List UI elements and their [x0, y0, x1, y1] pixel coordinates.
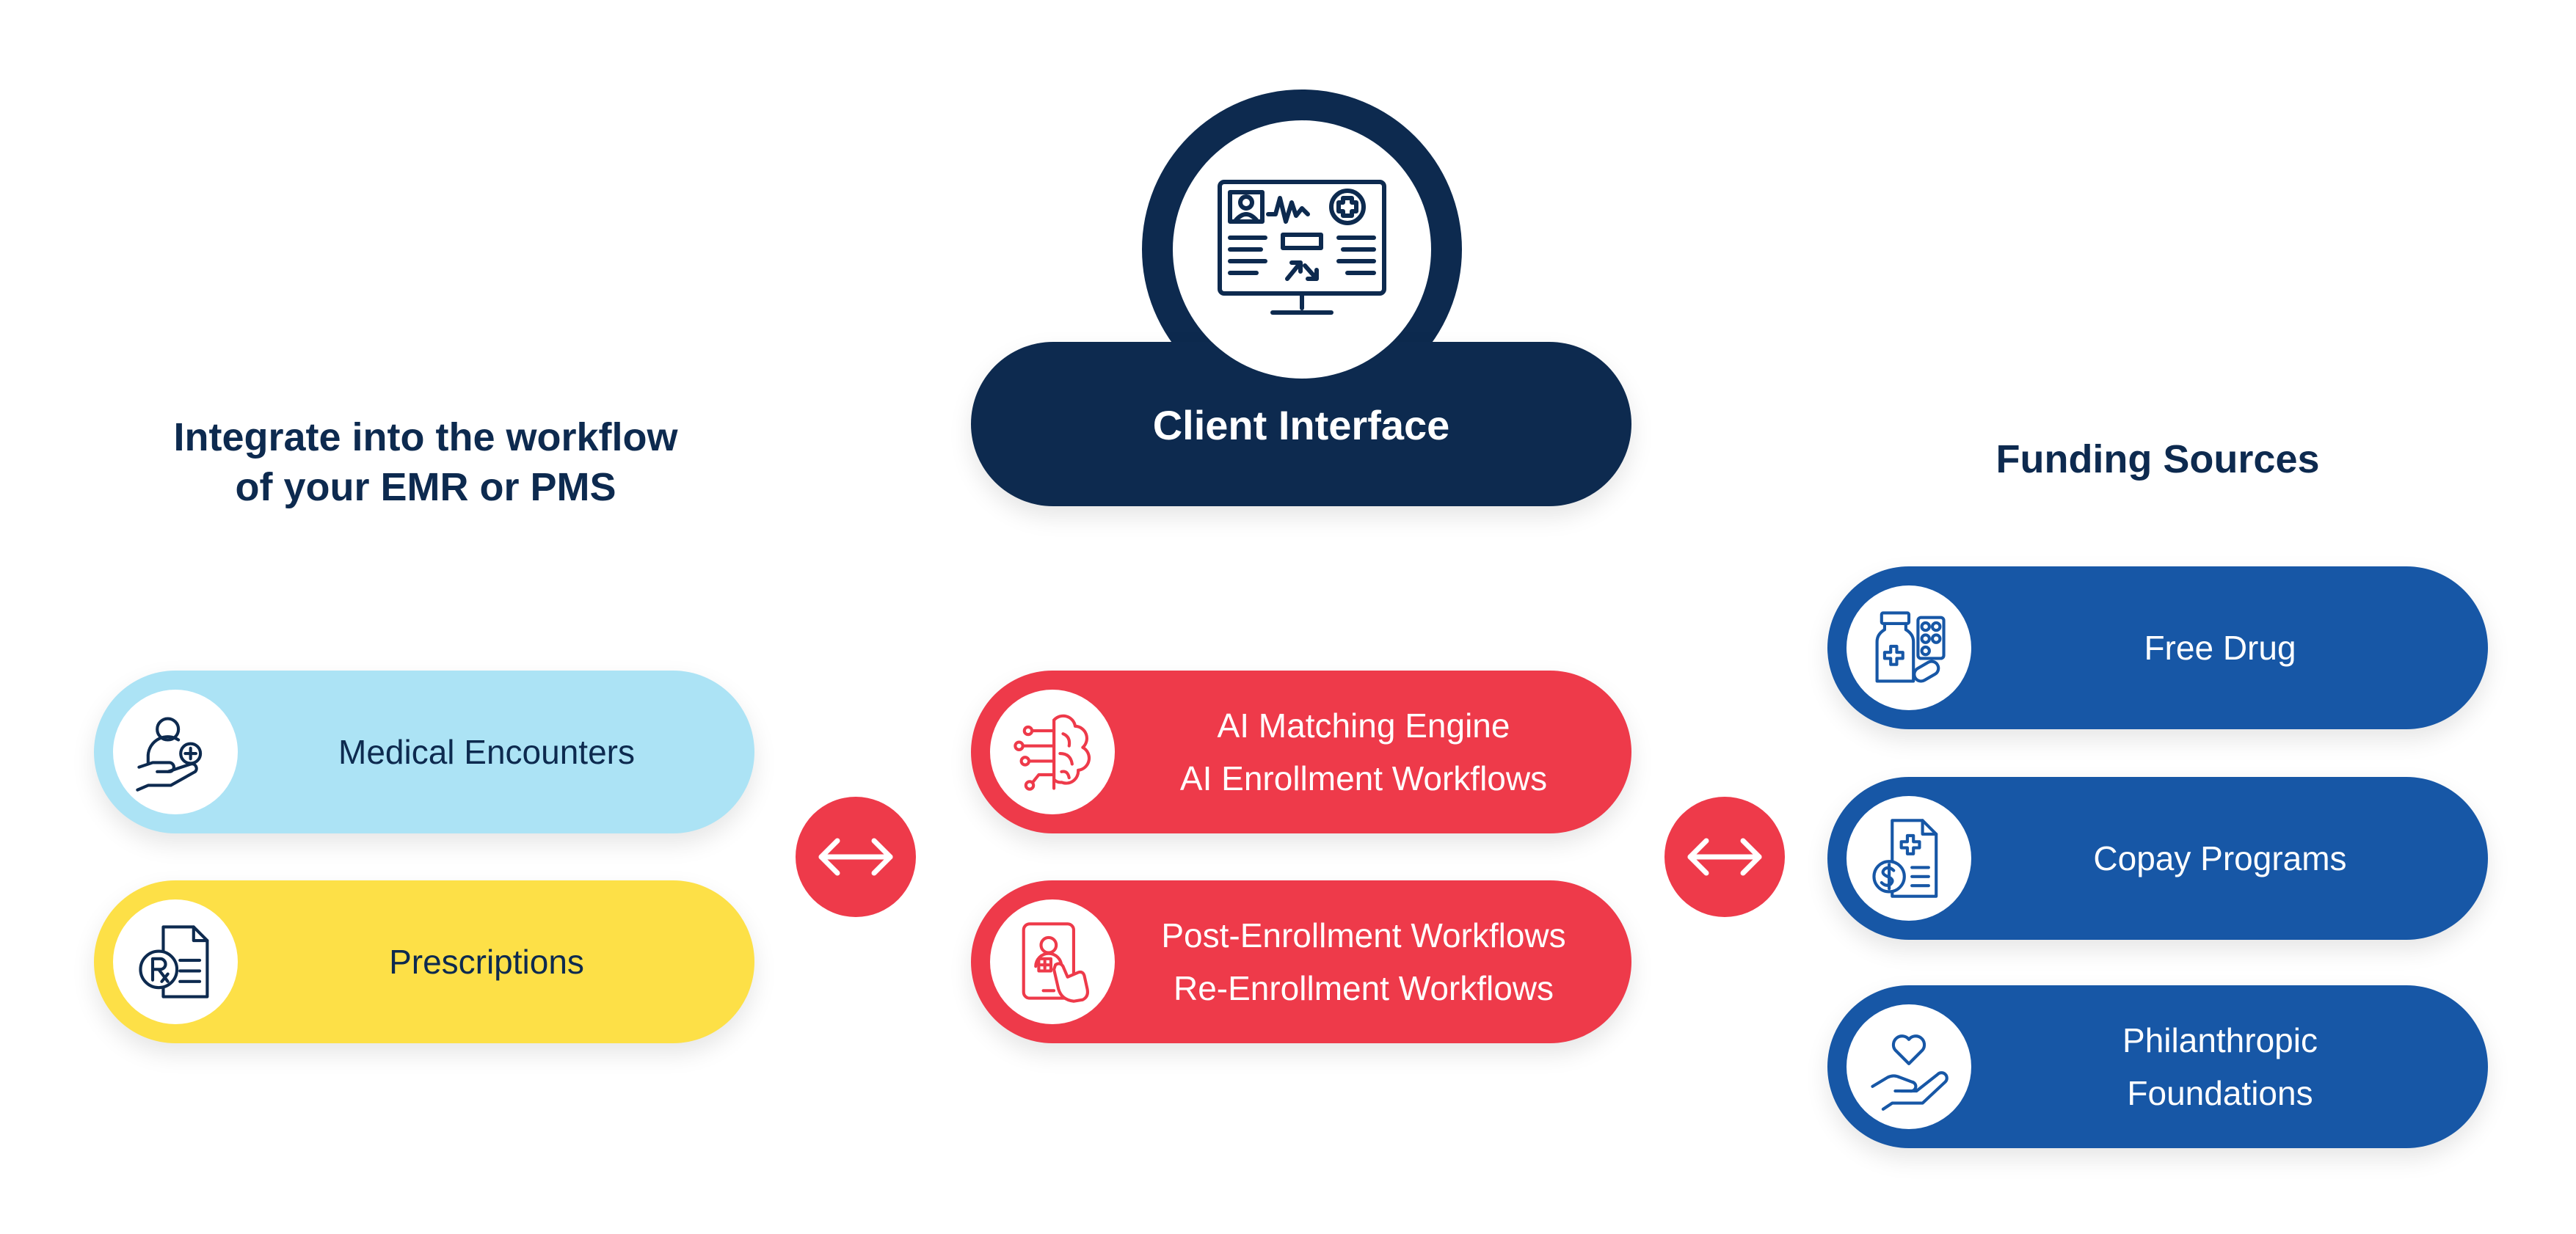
tablet-touch-icon: [1022, 922, 1089, 1003]
prescriptions-label: Prescriptions: [248, 880, 725, 1043]
left-heading-line2: of your EMR or PMS: [235, 465, 616, 509]
pill-text-line1: Post-Enrollment Workflows: [1161, 916, 1566, 954]
philanthropic-foundations-pill: Philanthropic Foundations: [1827, 985, 2488, 1148]
copay-programs-pill: Copay Programs: [1827, 777, 2488, 940]
post-enrollment-pill: Post-Enrollment Workflows Re-Enrollment …: [971, 880, 1631, 1043]
bidirectional-arrow-icon: [1687, 838, 1762, 876]
ai-engine-label: AI Matching Engine AI Enrollment Workflo…: [1125, 671, 1602, 833]
icon-disc: [113, 899, 238, 1024]
icon-disc: [1847, 585, 1971, 710]
medical-bill-dollar-icon: [1872, 819, 1938, 898]
icon-disc: [990, 899, 1115, 1024]
ai-engine-pill: AI Matching Engine AI Enrollment Workflo…: [971, 671, 1631, 833]
patient-care-hand-icon: [136, 717, 203, 792]
heart-in-hand-icon: [1871, 1034, 1949, 1111]
icon-disc: [1847, 796, 1971, 921]
pill-text-line2: Foundations: [2127, 1074, 2313, 1112]
right-heading: Funding Sources: [1995, 437, 2320, 481]
right-connector: [1664, 797, 1785, 917]
client-interface-icon-disc: [1173, 120, 1431, 379]
free-drug-label: Free Drug: [1982, 566, 2459, 729]
pill-text: Prescriptions: [389, 943, 584, 981]
prescription-document-icon: [139, 925, 209, 998]
icon-disc: [113, 690, 238, 814]
free-drug-pill: Free Drug: [1827, 566, 2488, 729]
ai-brain-circuit-icon: [1014, 714, 1091, 791]
left-connector: [796, 797, 916, 917]
post-enrollment-label: Post-Enrollment Workflows Re-Enrollment …: [1125, 880, 1602, 1043]
medicine-bottle-pills-icon: [1875, 611, 1946, 683]
pill-text-line2: AI Enrollment Workflows: [1179, 759, 1548, 797]
icon-disc: [990, 690, 1115, 814]
left-heading-line1: Integrate into the workflow: [173, 415, 678, 459]
pill-text-line1: AI Matching Engine: [1217, 707, 1510, 745]
left-heading: Integrate into the workflow of your EMR …: [88, 412, 763, 512]
copay-programs-label: Copay Programs: [1982, 777, 2459, 940]
client-interface-label: Client Interface: [1152, 402, 1450, 448]
philanthropic-foundations-label: Philanthropic Foundations: [1982, 985, 2459, 1148]
prescriptions-pill: Prescriptions: [94, 880, 754, 1043]
pill-text-line2: Re-Enrollment Workflows: [1173, 969, 1554, 1007]
medical-encounters-pill: Medical Encounters: [94, 671, 754, 833]
pill-text-line1: Philanthropic: [2122, 1021, 2318, 1059]
medical-encounters-label: Medical Encounters: [248, 671, 725, 833]
pill-text: Free Drug: [2144, 629, 2296, 667]
bidirectional-arrow-icon: [818, 838, 893, 876]
icon-disc: [1847, 1004, 1971, 1129]
pill-text: Copay Programs: [2093, 839, 2347, 877]
pill-text: Medical Encounters: [338, 733, 635, 771]
monitor-dashboard-icon: [1218, 180, 1386, 315]
